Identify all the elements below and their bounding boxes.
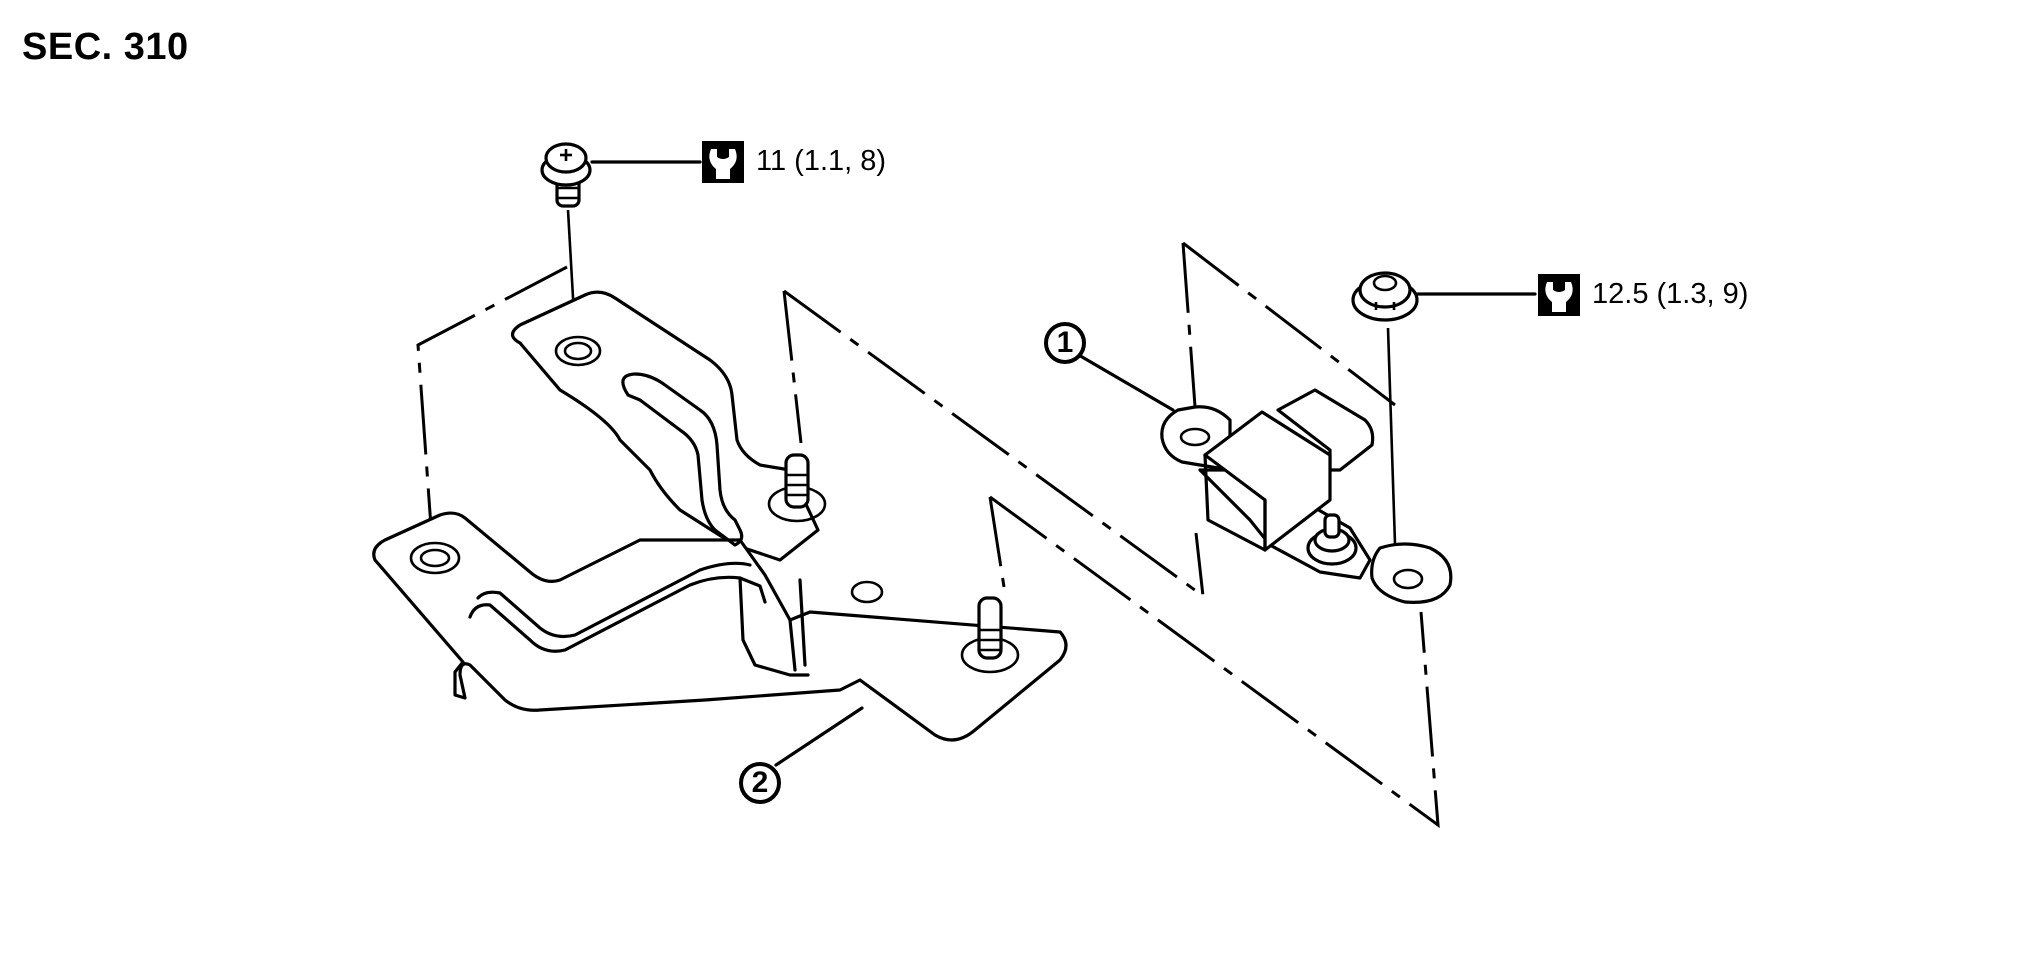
stud-lower [960, 596, 1020, 674]
alignment-line-center [782, 290, 803, 444]
bracket-hole-upper-inner [563, 341, 593, 361]
alignment-line-stud2 [988, 496, 1006, 588]
bracket-small-hole [850, 580, 884, 604]
bracket-rib-inner [476, 561, 752, 639]
bracket-upper-plate [510, 290, 820, 562]
torque-spec-bolt: 11 (1.1, 8) [756, 145, 887, 177]
nut [1351, 271, 1537, 322]
bracket-side-wall [738, 576, 810, 677]
alignment-line-left [416, 265, 568, 556]
bracket-lower-plate [372, 511, 1068, 742]
nut-shank-line [1386, 327, 1398, 576]
sensor-body-connector [1276, 388, 1375, 472]
sensor [1160, 388, 1453, 604]
callout-1-leader [1075, 352, 1175, 412]
callout-2-leader [774, 706, 864, 767]
sensor-hole-right [1392, 568, 1424, 590]
alignment-lines [416, 209, 1440, 829]
bracket [372, 290, 1068, 742]
sensor-nut [1306, 513, 1358, 566]
torque-wrench-icon [702, 141, 744, 183]
bracket-hole-upper [554, 335, 602, 367]
bracket-rib-outer [468, 575, 767, 653]
alignment-line-sensor-diag [1182, 241, 1396, 407]
bracket-hole-left-inner [419, 548, 451, 568]
alignment-line-diagonal-upper [783, 289, 1205, 600]
alignment-line-sensor-top [1181, 242, 1198, 421]
bracket-slot [621, 372, 744, 547]
sensor-hole-left [1179, 427, 1211, 447]
bracket-hole-left [409, 541, 461, 575]
torque-spec-nut: 12.5 (1.3, 9) [1592, 278, 1749, 310]
callout-2: 2 [739, 762, 781, 804]
stud-upper [767, 453, 827, 523]
sensor-mount-ear-right [1370, 542, 1453, 604]
bolt [540, 142, 702, 208]
alignment-line-diagonal-lower [989, 495, 1440, 829]
sensor-body-front [1203, 453, 1267, 552]
torque-wrench-icon [1538, 274, 1580, 316]
callout-1: 1 [1044, 322, 1086, 364]
section-label: SEC. 310 [22, 26, 189, 68]
